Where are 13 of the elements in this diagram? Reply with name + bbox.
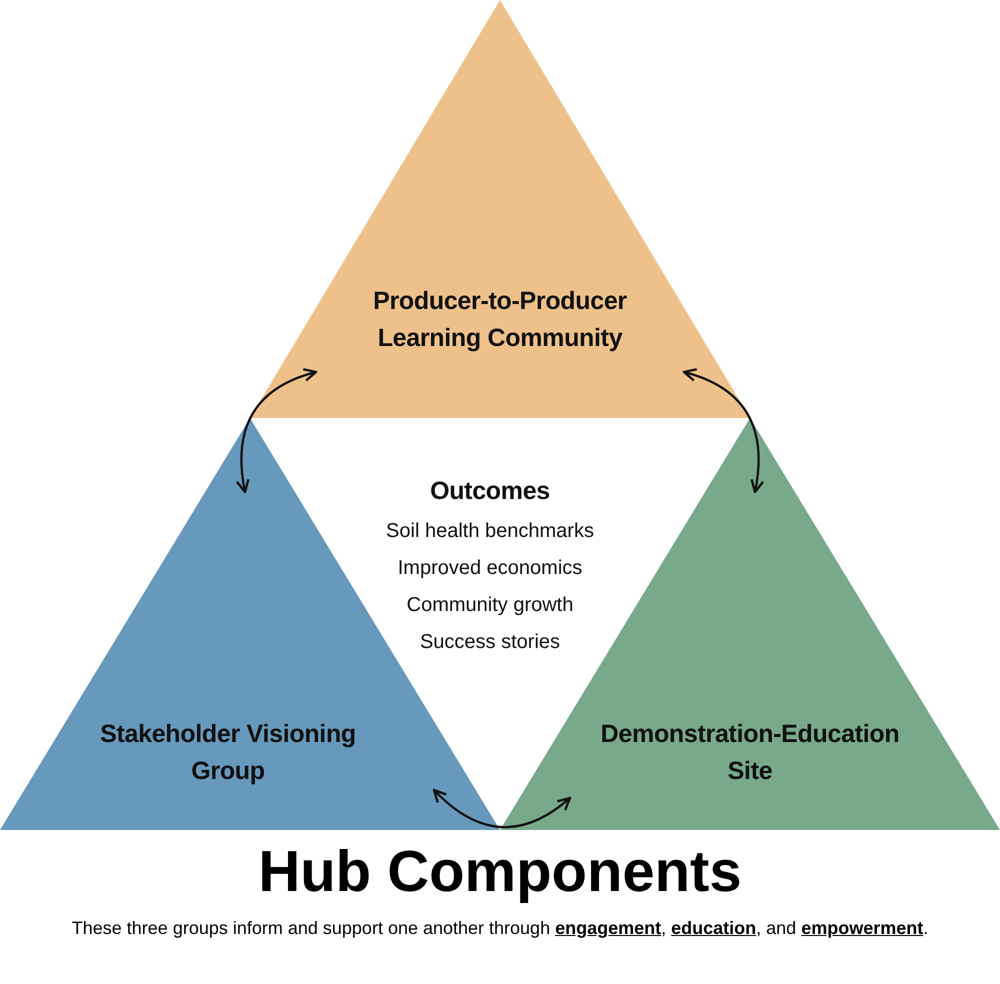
list-heading: Outcomes <box>429 476 551 507</box>
list-item: Soil health benchmarks <box>385 519 595 544</box>
double-headed-arrow <box>432 788 572 828</box>
list-item: Success stories <box>418 630 562 655</box>
list-item: Improved economics <box>396 556 584 581</box>
list-item: Community growth <box>406 593 574 618</box>
title: Hub Components <box>257 838 743 905</box>
caption: These three groups inform and support one another through engagement, education, and empowerment. <box>70 918 930 939</box>
group-label: Demonstration-Education Site <box>600 719 900 787</box>
group-label: Producer-to-Producer Learning Community <box>372 286 628 354</box>
double-headed-arrow <box>236 368 318 494</box>
double-headed-arrow <box>682 368 764 494</box>
group-label: Stakeholder Visioning Group <box>99 719 357 787</box>
